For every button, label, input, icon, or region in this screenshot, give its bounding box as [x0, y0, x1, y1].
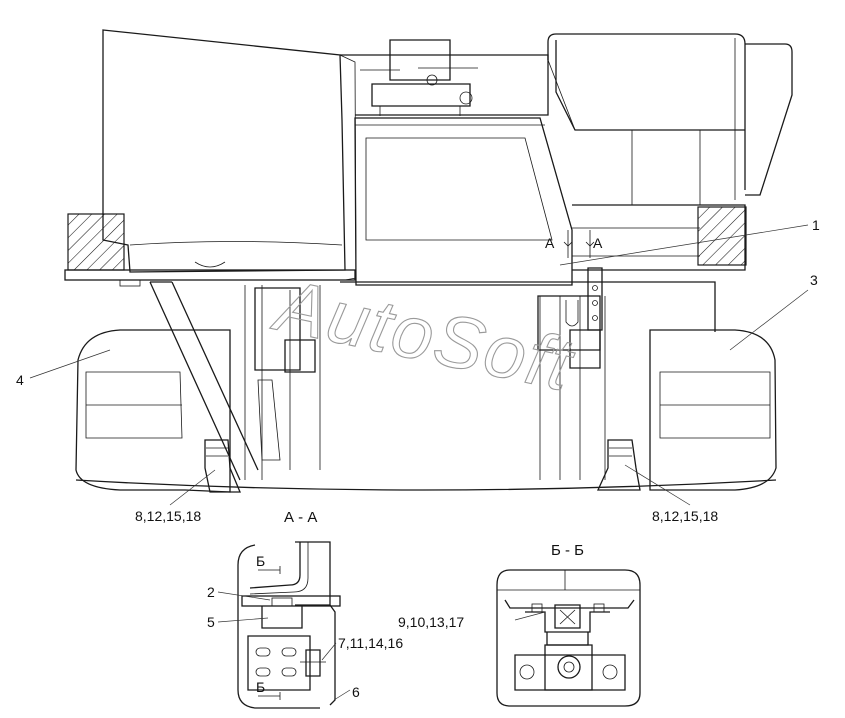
callout-1: 1: [812, 217, 820, 233]
section-bb-view: [496, 569, 641, 707]
cut-mark-a-left: А: [545, 235, 555, 251]
left-hatched-block: [67, 213, 125, 271]
callout-9: 9,10,13,17: [398, 614, 464, 630]
watermark-text: AutoSoft: [266, 262, 582, 407]
leader-lines: [29, 224, 809, 506]
main-view: [64, 29, 793, 493]
cut-mark-b-bottom: Б: [256, 679, 265, 695]
left-wheel: [75, 329, 231, 493]
right-railing: [547, 33, 746, 190]
cab: [354, 117, 573, 286]
callout-4: 4: [16, 372, 24, 388]
callout-5: 5: [207, 614, 215, 630]
section-title-bb: Б - Б: [551, 542, 584, 559]
callout-3: 3: [810, 272, 818, 288]
callout-2: 2: [207, 584, 215, 600]
section-title-aa: А - А: [284, 509, 317, 526]
callout-8-left: 8,12,15,18: [135, 508, 201, 524]
cut-mark-b-top: Б: [256, 553, 265, 569]
callout-8-right: 8,12,15,18: [652, 508, 718, 524]
left-hopper: [102, 29, 346, 273]
right-wheel: [649, 329, 777, 491]
callout-7: 7,11,14,16: [338, 635, 403, 651]
cut-mark-a-right: А: [593, 235, 603, 251]
callout-6: 6: [352, 684, 360, 700]
section-aa-view: [217, 541, 351, 709]
